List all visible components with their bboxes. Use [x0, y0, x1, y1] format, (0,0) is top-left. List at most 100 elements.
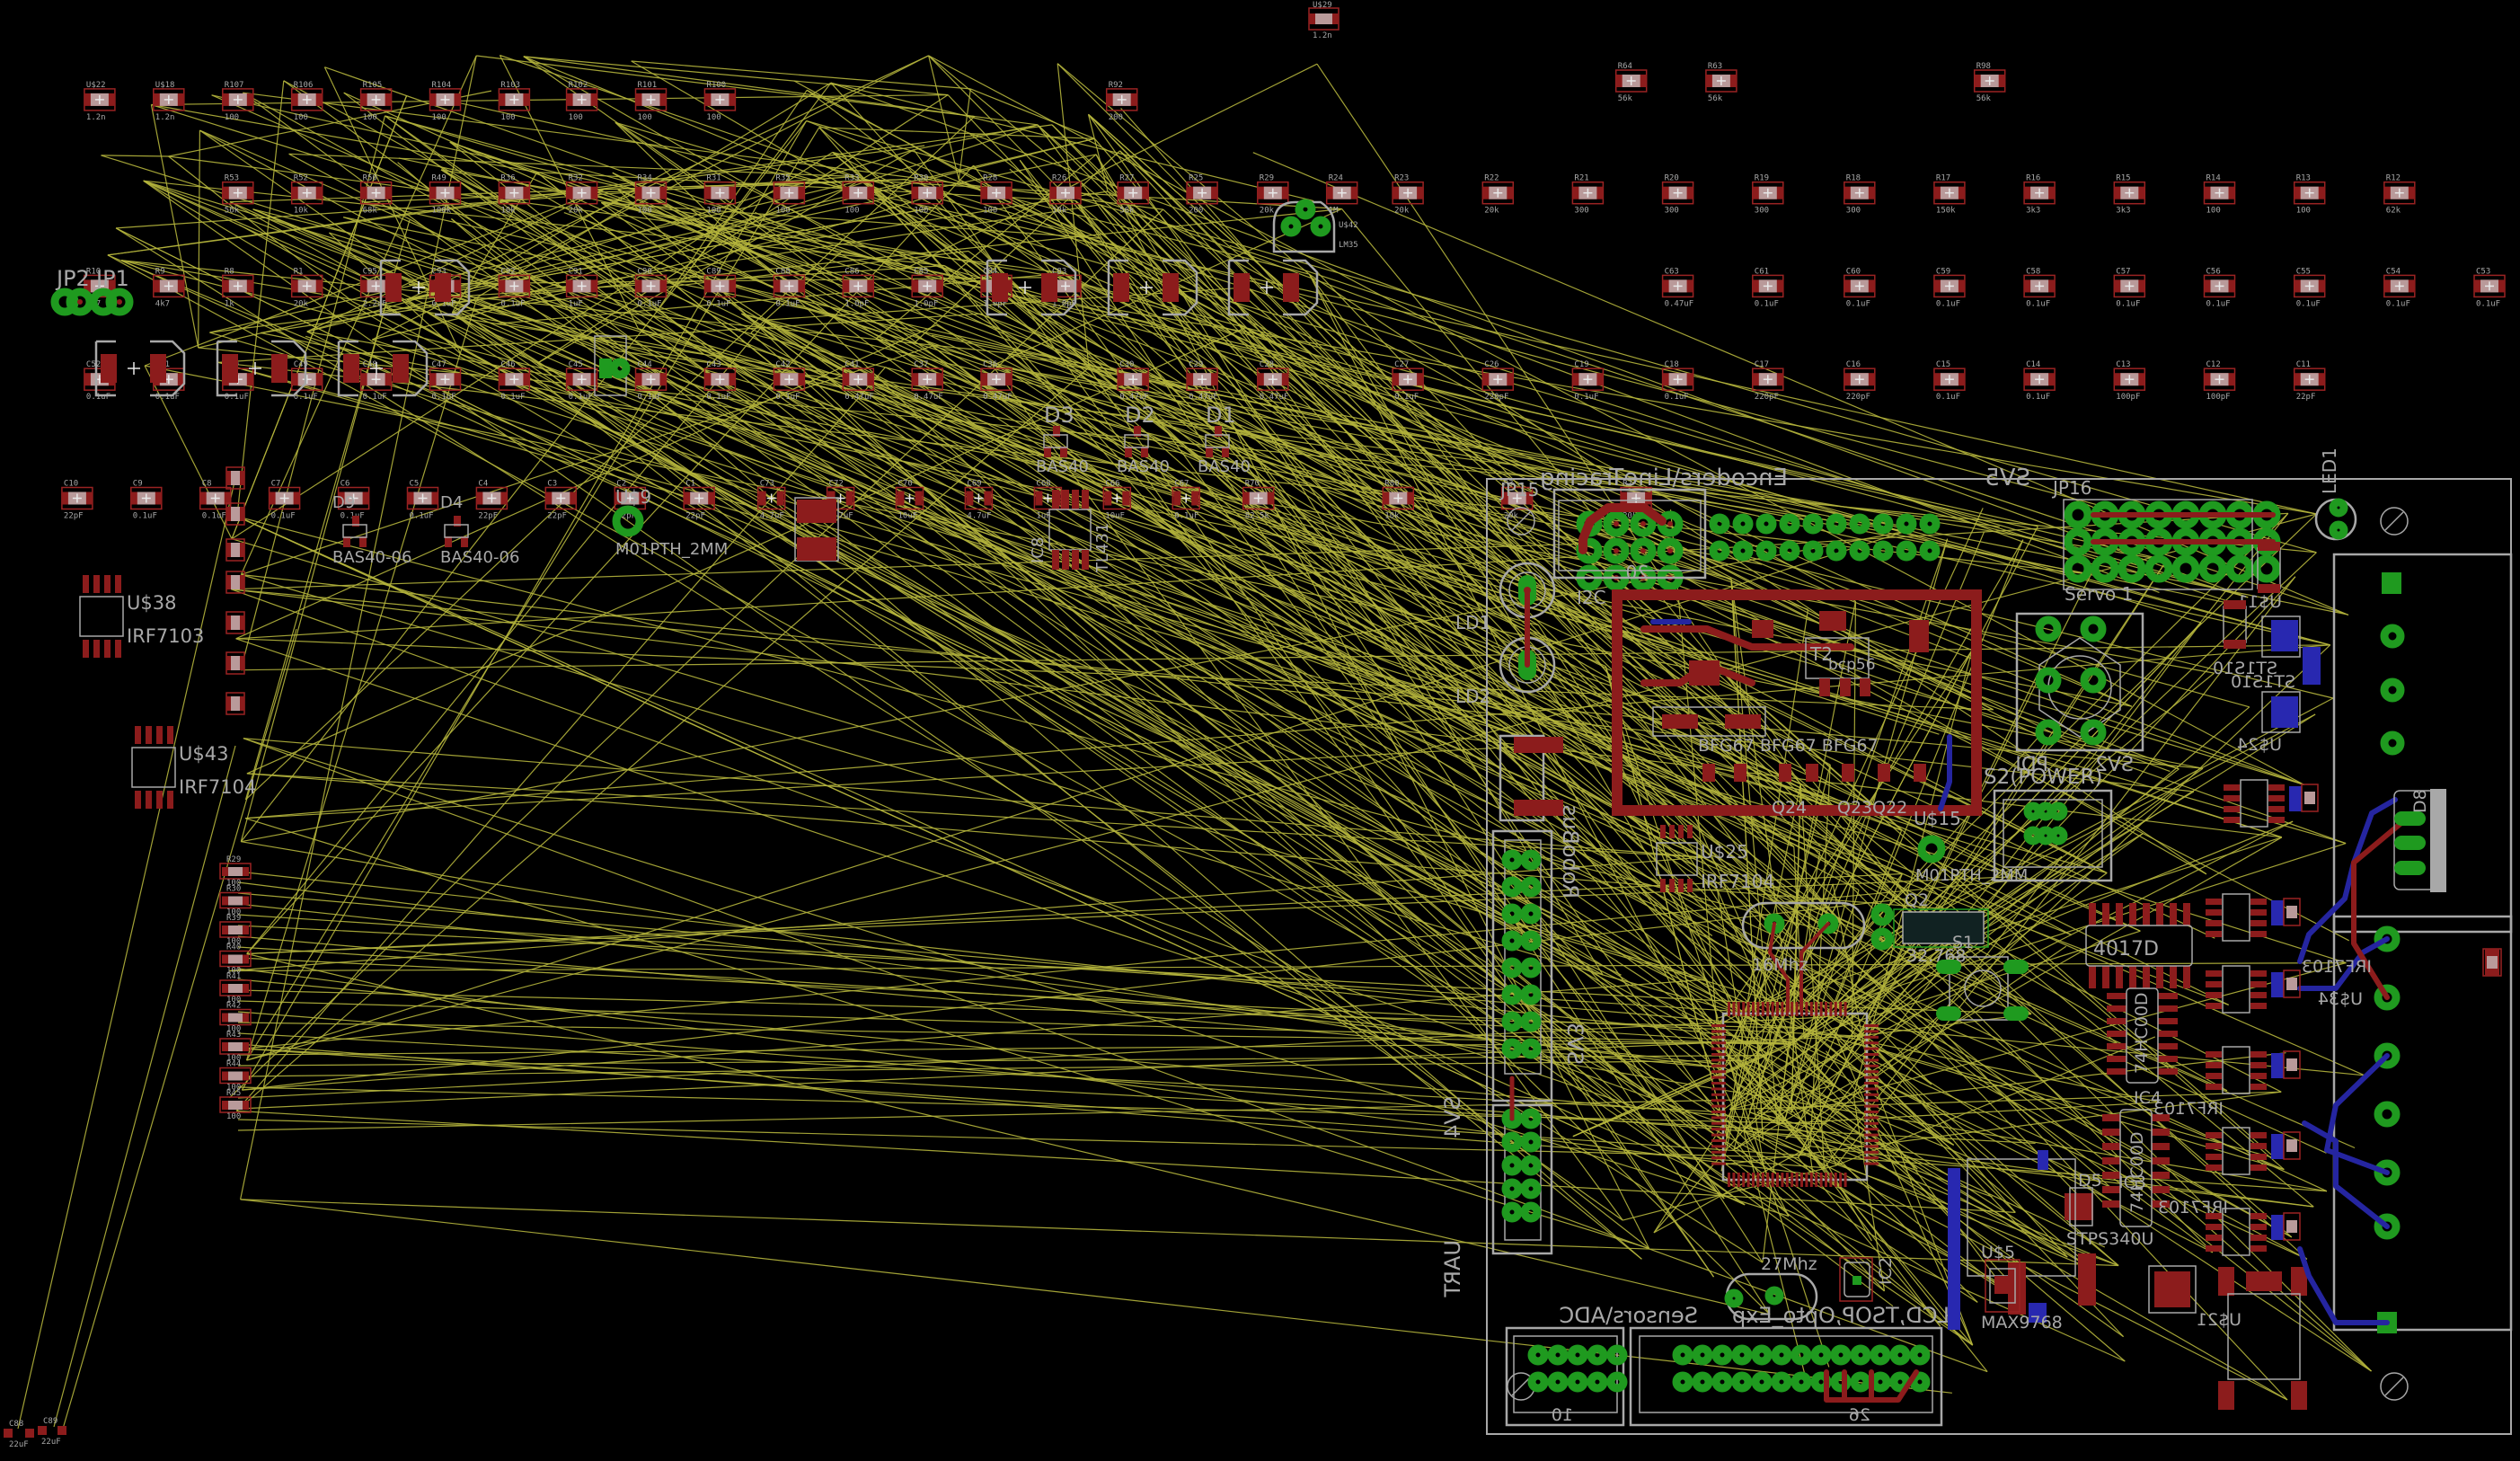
audio-amp-max9768[interactable]: U$5 MAX9768	[1981, 1243, 2063, 1333]
idc-connector-26[interactable]: 26	[1629, 1326, 1943, 1427]
smd-part[interactable]: C50.1uF	[406, 480, 439, 521]
so8-driver-ic[interactable]	[2206, 1208, 2301, 1256]
smd-part[interactable]	[225, 466, 245, 490]
diode-d3[interactable]: D3 BAS40	[1036, 403, 1089, 476]
idc-connector-10[interactable]: 10	[1505, 1326, 1628, 1427]
smd-part[interactable]	[225, 651, 245, 675]
led1[interactable]: LED1	[2314, 447, 2357, 541]
diode-d4[interactable]: D4 BAS40-06	[440, 493, 519, 567]
ic4-74hc00d[interactable]: 74HC00D IC4	[2107, 987, 2178, 1108]
mount-pad-u15[interactable]: U$15 M01PTH_2MM	[1914, 808, 2028, 885]
mosfet-u25[interactable]: U$25 IRF7104	[1656, 825, 1774, 892]
so8-driver-ic[interactable]	[2206, 893, 2301, 942]
pdi-connector[interactable]	[1993, 789, 2113, 882]
cap-c88-bottom[interactable]: C88 22uF	[4, 1420, 34, 1449]
regulator-u24[interactable]: ST1S10 U$24	[2231, 672, 2301, 755]
inductor[interactable]	[794, 497, 839, 562]
ic2-qfn[interactable]: IC2	[1839, 1257, 1896, 1302]
smd-part[interactable]: U$221.2n	[84, 81, 116, 122]
microcontroller-tqfp100[interactable]	[1711, 1002, 1879, 1187]
mosfet-u43[interactable]: U$43 IRF7104	[131, 726, 256, 809]
jumper-jp2[interactable]: JP2	[50, 266, 94, 316]
jp16-servo-header[interactable]	[2063, 499, 2281, 590]
smd-part[interactable]: C80.1uF	[199, 480, 232, 521]
part-u29[interactable]: U$29 1.2n	[1308, 1, 1340, 40]
temperature-sensor-u42[interactable]: U$42 LM35	[1272, 199, 1358, 253]
tantalum-cap[interactable]	[337, 340, 429, 397]
diode-d9[interactable]: D9 BAS40-06	[332, 493, 411, 567]
smd-cap-right[interactable]	[2257, 542, 2281, 593]
smd-part[interactable]	[225, 611, 245, 634]
ic8-tl431[interactable]: IC8 TL431	[1029, 490, 1112, 573]
usb-connector[interactable]	[2218, 1267, 2307, 1410]
smd-part[interactable]	[225, 692, 245, 715]
robobus-connector[interactable]: RoboBus SV3	[1491, 805, 1587, 1102]
led-ld2[interactable]: LD2	[1455, 636, 1556, 707]
jumper-jp1[interactable]: JP1	[89, 266, 134, 316]
crystal-16mhz[interactable]: 16Mhz	[1741, 901, 1866, 1013]
sv5-connector[interactable]: 20	[1552, 488, 1941, 583]
mosfet-u38[interactable]: U$38 IRF7103	[79, 575, 204, 658]
d8-transistor[interactable]: D8	[2393, 789, 2446, 892]
tantalum-cap[interactable]	[216, 340, 307, 397]
ic5-4017d[interactable]: 4017D	[2085, 903, 2193, 988]
mount-pad-u9[interactable]: U$9 M01PTH_2MM	[612, 486, 728, 559]
